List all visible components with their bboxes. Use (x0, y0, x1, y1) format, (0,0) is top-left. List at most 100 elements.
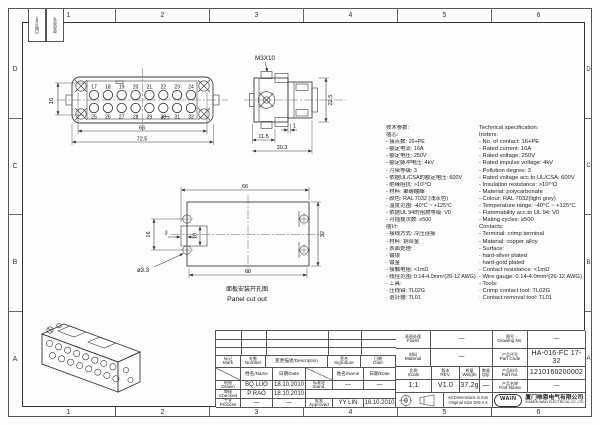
grid-col-label: 4 (303, 407, 397, 417)
grid-row-label: C (8, 117, 22, 215)
note-size: Original Size DIN A 4 (448, 400, 488, 405)
note-dims: All Dimensions in mm (447, 394, 489, 400)
pin-number: 26 (105, 115, 111, 121)
pin-number: 27 (119, 115, 125, 121)
panel-caption-cn: 面板安装开孔图 (226, 285, 268, 293)
dim-front-inner: 66 (139, 126, 145, 132)
drawn-date: 18.10.2010 (273, 381, 306, 390)
dim-hole-dia: ø3.3 (137, 268, 150, 274)
spec-line-en: - Material: polycarbonate (479, 188, 543, 195)
title-block: 标记 Mark 处数 Number 变更描述/Description 签名 Si… (215, 330, 586, 408)
grid-col-label: 2 (115, 8, 209, 22)
field-partno-value: 1210160200002 (528, 367, 586, 380)
side-view: M3X10 22.5 1 11.5 30.3 (244, 55, 346, 154)
company-name-en: XIAMEN WAIN ELECTRICAL CO.,LTD (525, 400, 584, 405)
spec-line-en: - Surface: (479, 245, 505, 252)
rev-header-mark: 标记 Mark (216, 355, 241, 368)
spec-line-en: - Contact resistance: <1mΩ (479, 266, 550, 273)
spec-line-cn: - 颜色: RAL 7032 (浅灰色) (386, 195, 449, 202)
dim-side-front: 11.5 (258, 134, 268, 140)
grid-row-label: D (12, 66, 18, 74)
spec-line-en: - Insulation resistance: >10¹⁰Ω (479, 181, 558, 188)
spec-line-cn: · 镀金 (386, 259, 401, 266)
subheader-diagonal (216, 368, 241, 381)
spec-line-cn: 插针: (386, 224, 399, 231)
grid-col-label: 2 (115, 407, 209, 417)
company-logo: WAIN (494, 393, 523, 407)
dim-side-total: 30.3 (277, 145, 288, 151)
spec-line-cn: - 材料: 铜合金 (386, 238, 420, 245)
dim-front-height: 16 (49, 98, 55, 104)
pin-contacts (88, 89, 197, 114)
checked-name: P RAO (241, 390, 273, 399)
stand-date: — (364, 381, 396, 390)
field-scale-value: 1:1 (396, 380, 432, 393)
spec-line-en: - Pollution degree: 3 (479, 167, 531, 174)
grid-row-label: D (586, 66, 591, 73)
spec-line-en: - Mating cycles: ≥500 (479, 217, 534, 224)
spec-line-cn: - 额定脉冲电压: 4kV (386, 160, 434, 167)
subheader-date: 日期/Date (273, 368, 306, 381)
spec-line-cn: - 材料: 聚碳酸酯 (386, 188, 425, 195)
spec-line-en: - Flammability acc.to UL 94: V0 (479, 210, 560, 217)
pin-number: 21 (147, 85, 153, 91)
spec-line-en: · hard-gold plated (479, 259, 525, 266)
spec-line-en: - Wire gauge: 0.14-4.0mm²(26-12 AWG) (479, 273, 582, 280)
spec-line-cn: 技术参数: (386, 125, 410, 131)
field-qty-value: — (480, 380, 493, 393)
grid-col-label: 1 (66, 408, 71, 416)
mounting-hole-icon (181, 213, 310, 256)
grid-row-label: C (585, 117, 592, 215)
rev-header-number: 处数 Number (241, 355, 266, 368)
label-cn: 处数 (249, 355, 257, 361)
spec-line-cn: · 退针器: TL01 (386, 295, 421, 302)
approved-date: 18.10.2010 (364, 399, 396, 408)
dim-front-outer: 72.5 (137, 137, 148, 143)
subheader-diagonal (306, 368, 333, 381)
spec-line-en: · hard-silver plated (479, 252, 528, 259)
dim-panel-right: 32 (320, 231, 326, 237)
outer-frame (8, 8, 592, 417)
spec-line-en: - Rated voltage: 250V (479, 153, 536, 160)
rev-header-signature: 签名 Signature (328, 355, 361, 368)
spec-line-en: - Colour: RAL 7032(light grey) (479, 195, 556, 202)
projection-symbol-svg (398, 393, 434, 407)
dim-side-gap: 1 (293, 124, 296, 130)
rev-blank-cell (306, 390, 396, 399)
label-cn: 签名 (340, 355, 348, 361)
spec-line-en: · Contact removal tool: TL01 (479, 295, 553, 302)
spec-line-cn: - 接点数: 16+PE (386, 139, 425, 146)
grid-col-label: 1 (66, 11, 71, 19)
iso-contact-holes (46, 340, 120, 383)
grid-row-label: A (8, 310, 22, 408)
approved-name: YY LIN (333, 399, 364, 408)
subheader-name: 姓名/Name (241, 368, 273, 381)
checked-date: 18.10.2010 (273, 390, 306, 399)
spec-line-en: Contacts: (479, 224, 504, 231)
pin-number: 24 (188, 85, 194, 91)
grid-col-label: 4 (303, 8, 397, 22)
dim-panel-bottom: 60 (245, 269, 251, 275)
panel-cutout-view: 66 32 60 16 3 10 ø3.3 面板安装开孔图 Panel cut … (137, 184, 326, 303)
drawn-name: BQ LUO (241, 381, 273, 390)
front-view: 17 18 19 20 21 22 23 24 25 26 27 28 29 3… (49, 68, 228, 145)
spec-line-cn: - 温度范围: -40°C ~ +125°C (386, 203, 453, 210)
process-date: — (273, 399, 306, 408)
spec-line-en: - Material: copper alloy (479, 238, 538, 245)
pin-number: 19 (119, 85, 125, 91)
field-rev-value: V1.0 (432, 380, 460, 393)
pin-number: 32 (188, 115, 194, 121)
stand-name: — (333, 381, 364, 390)
spec-line-cn: - 污染等级: 3 (386, 167, 417, 174)
grid-col-label: 5 (397, 8, 491, 22)
